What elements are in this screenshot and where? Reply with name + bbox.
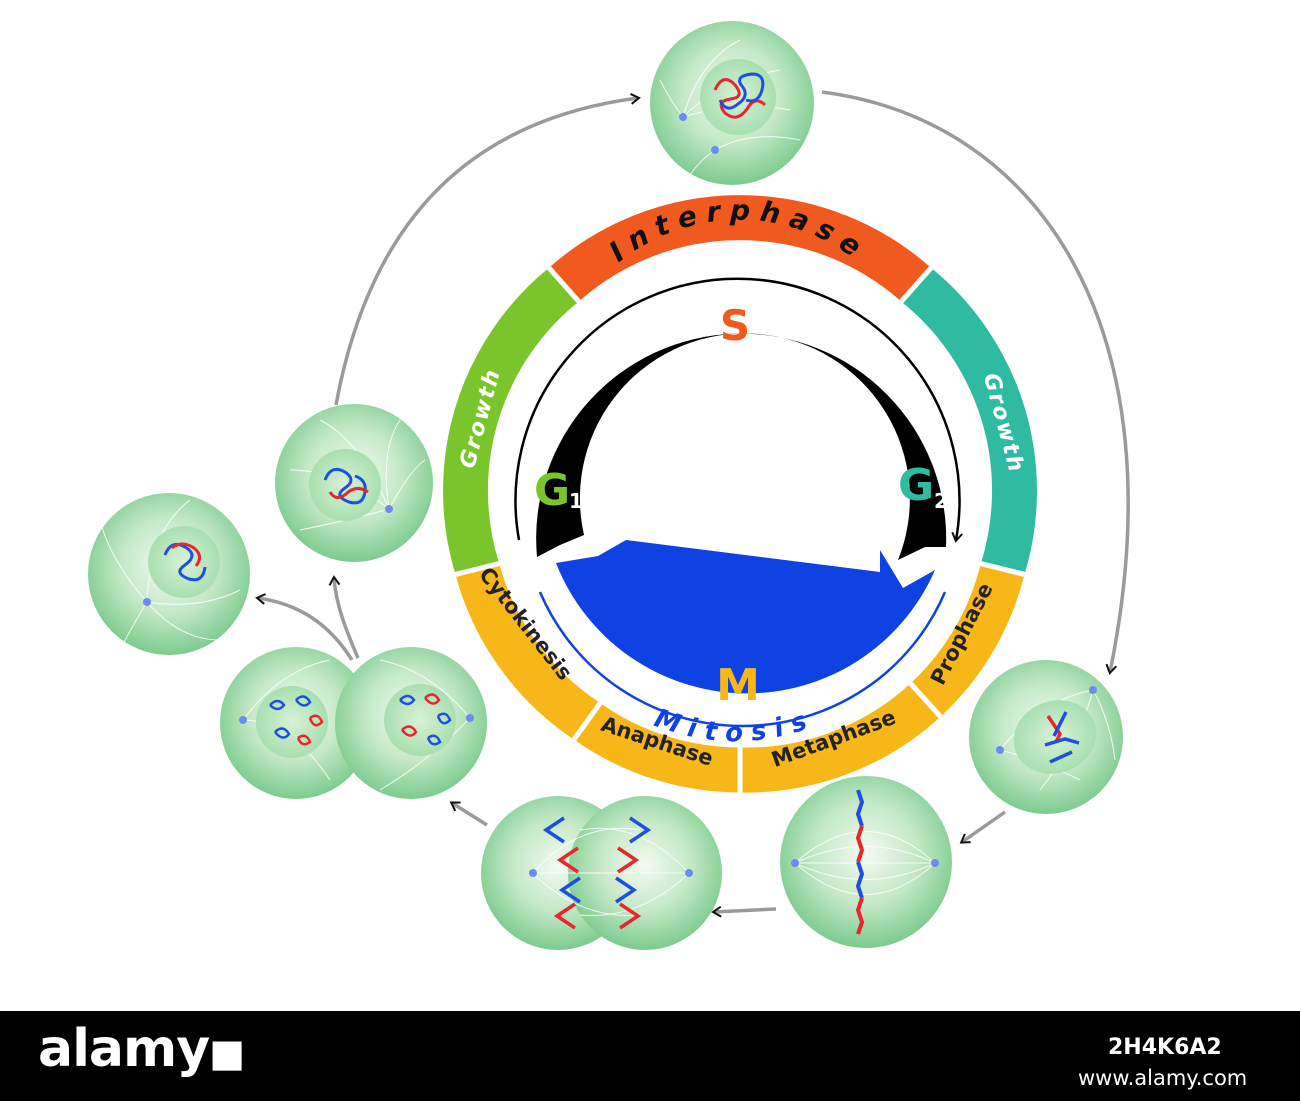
arrow-top-to-prophase [821, 90, 1130, 675]
brand-text: alamy [38, 1019, 210, 1079]
cytokinesis-segment [450, 559, 606, 746]
s-letter: S [720, 301, 750, 350]
brand-dot: ■ [209, 1031, 245, 1075]
watermark-url: www.alamy.com [1078, 1066, 1248, 1090]
m-letter: M [716, 660, 760, 711]
cell-metaphase-illustration [780, 776, 952, 948]
arrow-metaphase-to-anaphase [711, 905, 777, 918]
cell-telophase-illustration [220, 647, 487, 799]
outer-ring [438, 190, 1042, 798]
arrow-telophase-to-left-cell [255, 593, 354, 661]
arrow-anaphase-to-telophase [449, 801, 488, 827]
g1-subscript: 1 [569, 489, 583, 513]
cell-cycle-diagram: DNA Replication Growth Growth Prophase M… [88, 21, 1130, 950]
cycle-arrows [255, 90, 1130, 918]
g2-subscript: 2 [934, 489, 948, 513]
g1-letter: G [534, 465, 570, 516]
image-id: 2H4K6A2 [1108, 1035, 1222, 1060]
arrow-to-top-cell [334, 93, 641, 406]
cell-anaphase-illustration [481, 796, 722, 950]
mitosis-arc [538, 540, 947, 728]
brand-logo: alamy■ [38, 1019, 245, 1079]
cell-left-illustration [88, 493, 250, 655]
cell-g1-illustration [275, 404, 433, 562]
g1-phase-segment [438, 262, 585, 579]
arrow-prophase-to-metaphase [959, 810, 1007, 844]
g2-letter: G [898, 460, 934, 511]
cell-prophase-illustration [969, 660, 1123, 814]
cell-top-illustration [650, 21, 814, 185]
footer-bar: alamy■ 2H4K6A2 www.alamy.com [0, 1011, 1300, 1101]
arrow-telophase-to-upper-cell [328, 575, 360, 659]
interphase-arc [514, 277, 963, 560]
